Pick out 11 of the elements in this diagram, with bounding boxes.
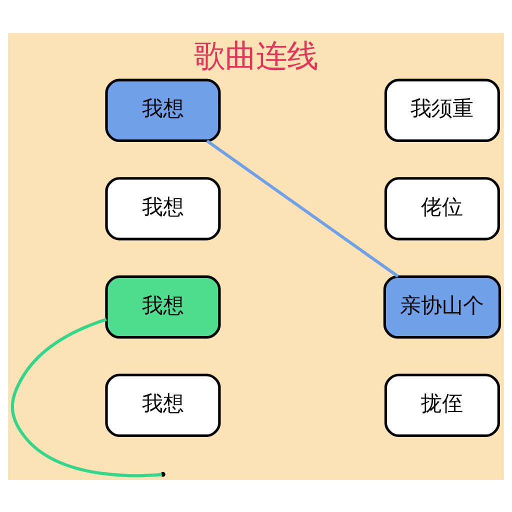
node-box: 佬位	[384, 176, 500, 240]
node-box: 我想	[105, 274, 221, 338]
diagram-title: 歌曲连线	[194, 38, 318, 74]
connector	[10, 317, 162, 477]
node-box: 我须重	[384, 78, 500, 142]
node-box: 我想	[105, 176, 221, 240]
connector	[206, 139, 399, 278]
node-box: 我想	[105, 78, 221, 142]
node-box: 亲协山个	[383, 274, 502, 338]
node-box: 拢侄	[384, 373, 500, 436]
node-box: 我想	[105, 373, 221, 436]
